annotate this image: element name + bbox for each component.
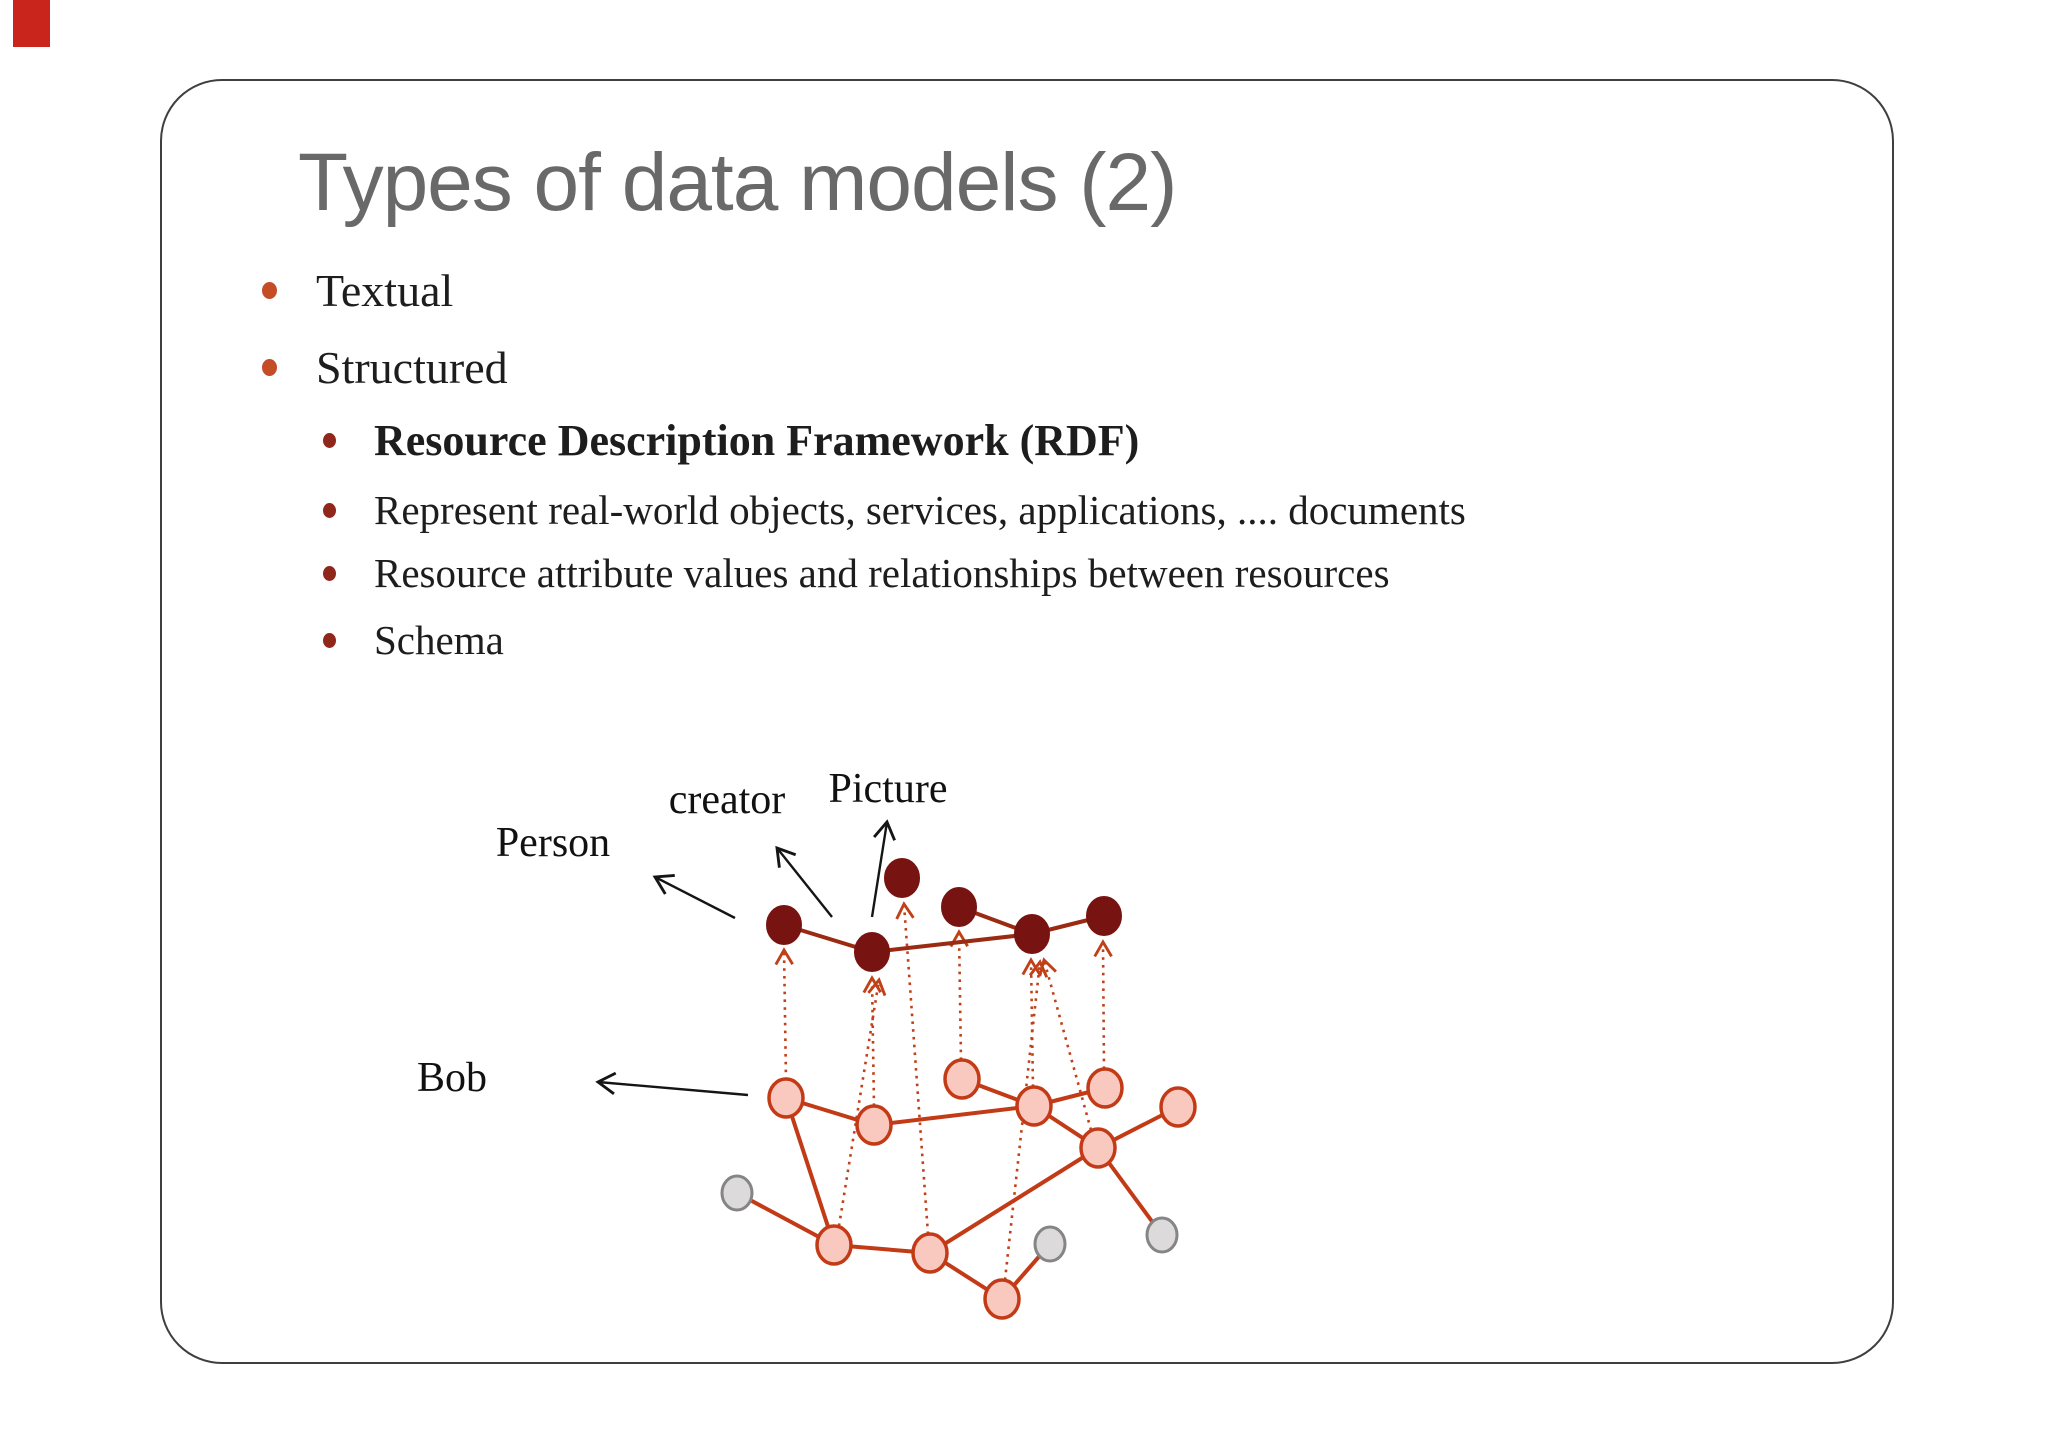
resource-node [943, 1058, 981, 1100]
instance-edge [873, 1104, 1035, 1127]
resource-node [855, 1104, 893, 1146]
resource-node [1015, 1085, 1053, 1127]
schema-class-node [1014, 914, 1050, 954]
type-link-arrow [862, 975, 882, 1107]
slide-title: Types of data models (2) [298, 137, 1177, 228]
type-link-arrow [774, 947, 794, 1081]
diagram-label-person: Person [496, 820, 610, 866]
resource-node [1079, 1127, 1117, 1169]
bullet-item: Structured [262, 337, 508, 397]
literal-node [1145, 1216, 1179, 1254]
bullet-dot-icon [323, 502, 336, 518]
bob-arrow [595, 1071, 749, 1097]
slide-frame [160, 79, 1894, 1364]
bullet-text: Structured [316, 341, 508, 393]
schema-class-node [854, 932, 890, 972]
person-arrow [652, 874, 736, 920]
bullet-item: Schema [323, 610, 504, 670]
bullet-dot-icon [262, 281, 277, 299]
bullet-dot-icon [323, 632, 336, 648]
resource-node [911, 1232, 949, 1274]
bullet-dot-icon [262, 358, 277, 376]
schema-edge [871, 932, 1033, 954]
bullet-text: Resource Description Framework (RDF) [374, 415, 1140, 465]
type-link-arrow [1093, 939, 1113, 1070]
red-corner-mark [13, 0, 50, 47]
type-link-arrow [895, 901, 930, 1235]
bullet-dot-icon [323, 432, 336, 448]
schema-class-node [941, 887, 977, 927]
schema-class-node [884, 858, 920, 898]
bullet-text: Textual [316, 264, 454, 316]
bullet-text: Resource attribute values and relationsh… [374, 550, 1390, 596]
type-link-arrow [1038, 957, 1093, 1131]
picture-arrow [870, 819, 896, 918]
bullet-item: Textual [262, 260, 453, 320]
schema-class-node [1086, 896, 1122, 936]
instance-edge [928, 1146, 1100, 1255]
type-link-arrow [949, 929, 969, 1061]
bullet-dot-icon [323, 565, 336, 581]
bullet-item: Resource Description Framework (RDF) [323, 410, 1139, 470]
literal-node [1033, 1225, 1067, 1263]
resource-node [983, 1278, 1021, 1320]
bullet-text: Schema [374, 617, 504, 663]
diagram-label-picture: Picture [829, 766, 948, 812]
type-link-arrow [837, 977, 887, 1227]
literal-node [720, 1174, 754, 1212]
schema-class-node [766, 905, 802, 945]
bullet-item: Resource attribute values and relationsh… [323, 543, 1390, 603]
bullet-text: Represent real-world objects, services, … [374, 487, 1466, 533]
diagram-label-bob: Bob [417, 1055, 487, 1101]
diagram-label-creator: creator [669, 777, 786, 823]
creator-arrow [775, 845, 833, 918]
bullet-item: Represent real-world objects, services, … [323, 480, 1466, 540]
type-link-arrow [1003, 959, 1049, 1281]
instance-edge [784, 1097, 836, 1246]
resource-node [767, 1077, 805, 1119]
resource-node [815, 1224, 853, 1266]
resource-node [1159, 1086, 1197, 1128]
resource-node [1086, 1067, 1124, 1109]
